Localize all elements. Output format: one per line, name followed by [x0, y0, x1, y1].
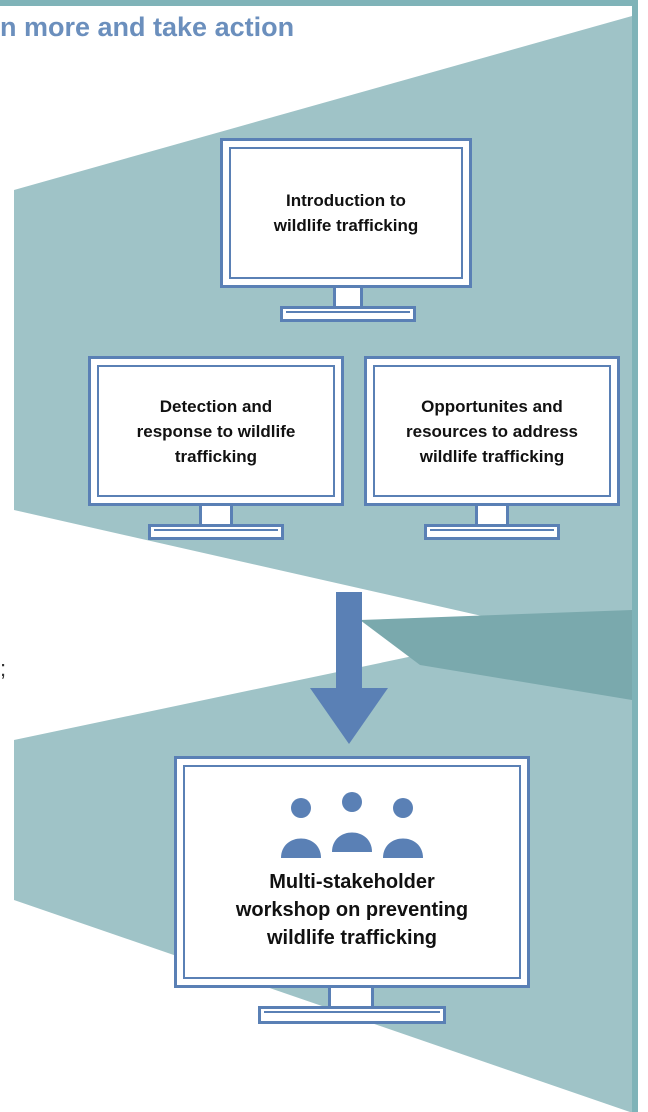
- module-label-detection: Detection and response to wildlife traff…: [136, 396, 296, 466]
- monitor-opportunities: Opportunites and resources to address wi…: [364, 356, 620, 542]
- down-arrow-icon: [310, 592, 388, 744]
- people-group-icon: [277, 792, 427, 860]
- monitor-stand-base: [280, 306, 416, 322]
- monitor-stand-base: [148, 524, 284, 540]
- frame-top-border: [0, 0, 638, 6]
- monitor-screen: Opportunites and resources to address wi…: [364, 356, 620, 506]
- monitor-detection: Detection and response to wildlife traff…: [88, 356, 344, 542]
- monitor-introduction: Introduction to wildlife trafficking: [220, 138, 472, 324]
- module-label-opportunities: Opportunites and resources to address wi…: [406, 396, 578, 466]
- overlap-region: [360, 610, 632, 700]
- page-title: n more and take action: [0, 12, 295, 42]
- monitor-workshop: Multi-stakeholder workshop on preventing…: [174, 756, 530, 1024]
- stray-glyph: ;: [0, 656, 7, 681]
- monitor-stand-base: [258, 1006, 446, 1024]
- monitor-screen: Multi-stakeholder workshop on preventing…: [174, 756, 530, 988]
- monitor-screen: Detection and response to wildlife traff…: [88, 356, 344, 506]
- frame-right-border: [632, 0, 638, 1112]
- module-label-introduction: Introduction to wildlife trafficking: [273, 191, 419, 235]
- monitor-screen: Introduction to wildlife trafficking: [220, 138, 472, 288]
- monitor-stand-neck: [475, 503, 509, 527]
- workshop-label: Multi-stakeholder workshop on preventing…: [235, 871, 469, 949]
- upper-panel: [14, 16, 632, 650]
- monitor-stand-base: [424, 524, 560, 540]
